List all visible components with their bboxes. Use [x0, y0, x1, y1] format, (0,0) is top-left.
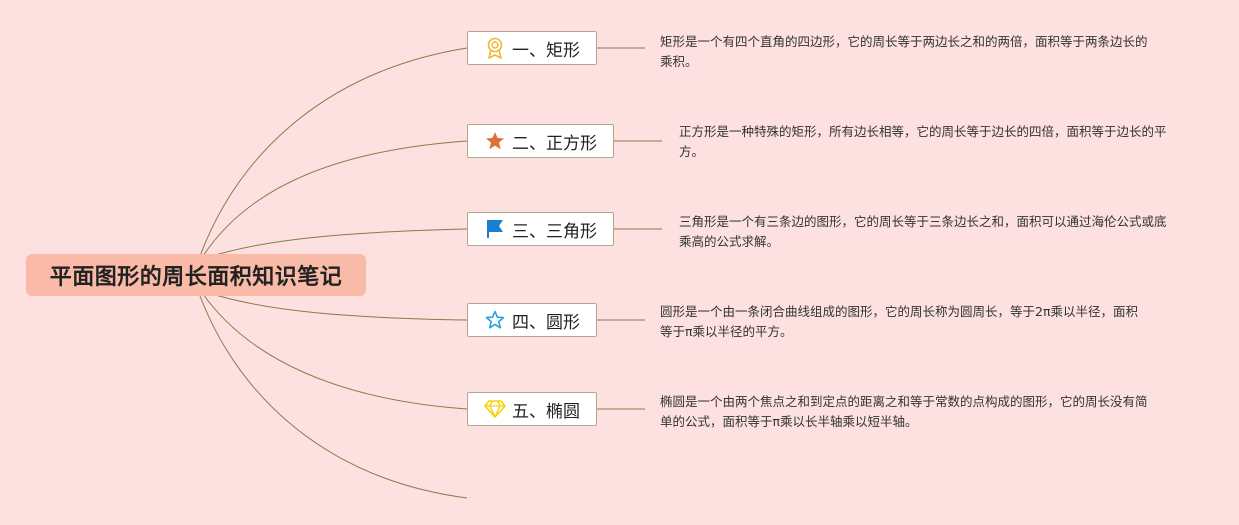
flag-icon: [484, 218, 506, 240]
branch-label: 四、圆形: [512, 312, 580, 333]
central-topic[interactable]: 平面图形的周长面积知识笔记: [26, 254, 366, 296]
ribbon-medal-icon: [484, 37, 506, 59]
branch-description-rectangle: 矩形是一个有四个直角的四边形，它的周长等于两边长之和的两倍，面积等于两条边长的乘…: [660, 34, 1148, 69]
branch-label: 二、正方形: [512, 133, 597, 154]
branch-node-square[interactable]: 二、正方形: [467, 124, 614, 158]
branch-connector-2: [202, 140, 468, 257]
branch-node-triangle[interactable]: 三、三角形: [467, 212, 614, 246]
branch-description-ellipse: 椭圆是一个由两个焦点之和到定点的距离之和等于常数的点构成的图形，它的周长没有简单…: [660, 394, 1148, 429]
star-outline-icon: [484, 309, 506, 331]
diamond-icon: [484, 398, 506, 420]
branch-connector-6: [199, 295, 468, 499]
branch-connector-4: [205, 291, 468, 321]
branch-connector-1: [199, 47, 468, 257]
branch-description-triangle: 三角形是一个有三条边的图形，它的周长等于三条边长之和，面积可以通过海伦公式或底乘…: [679, 214, 1167, 249]
branch-description-circle: 圆形是一个由一条闭合曲线组成的图形，它的周长称为圆周长，等于2π乘以半径，面积等…: [660, 304, 1138, 339]
branch-label: 五、椭圆: [512, 401, 580, 422]
branch-node-ellipse[interactable]: 五、椭圆: [467, 392, 597, 426]
branch-label: 一、矩形: [512, 40, 580, 61]
branch-node-circle[interactable]: 四、圆形: [467, 303, 597, 337]
star-icon: [484, 130, 506, 152]
branch-connector-5: [202, 293, 468, 410]
branch-node-rectangle[interactable]: 一、矩形: [467, 31, 597, 65]
branch-label: 三、三角形: [512, 221, 597, 242]
branch-description-square: 正方形是一种特殊的矩形，所有边长相等，它的周长等于边长的四倍，面积等于边长的平方…: [679, 124, 1167, 159]
branch-connector-3: [205, 228, 468, 259]
